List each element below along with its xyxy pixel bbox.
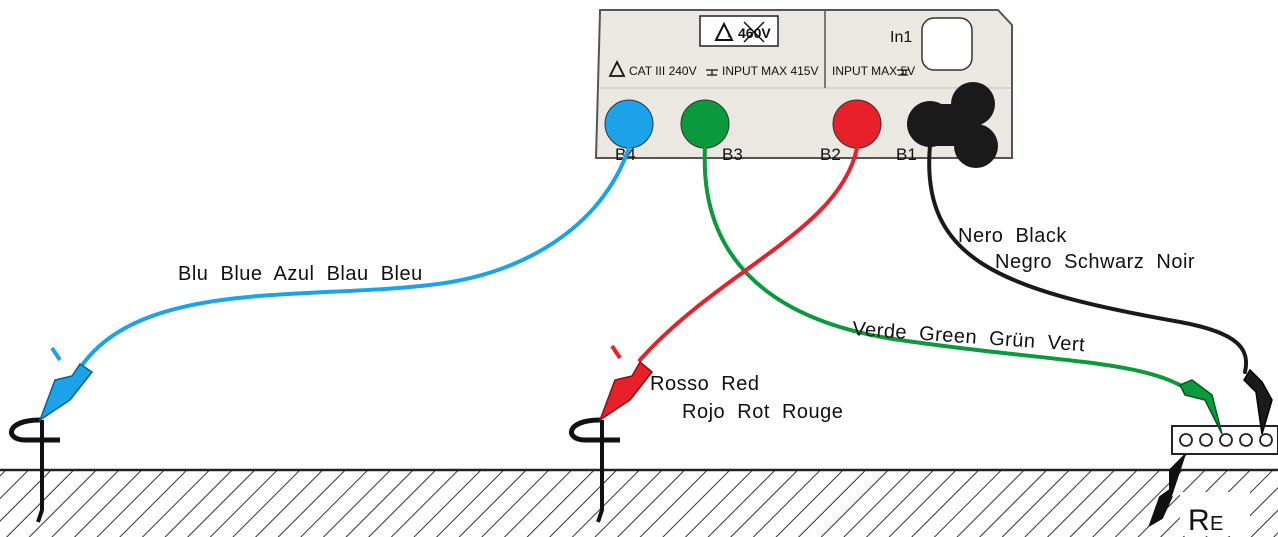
spike-rod-blue [36, 420, 44, 523]
black-cable-label-line1: Nero Black [958, 225, 1067, 247]
cat-warning-triangle-icon [608, 59, 626, 77]
earth-symbol-icon-2 [897, 69, 909, 76]
red-cable-label-line2: Rojo Rot Rouge [682, 401, 843, 423]
earth-electrode [1148, 453, 1187, 528]
red-crocodile-clip [598, 360, 654, 422]
blue-crocodile-clip [38, 362, 94, 422]
black-crocodile-clip [1243, 368, 1273, 435]
terminal-b1 [907, 82, 998, 168]
svg-text:!: ! [727, 30, 730, 39]
re-label-main: R [1188, 504, 1210, 537]
spike-rod-red [596, 420, 604, 523]
terminal-b4 [604, 99, 654, 149]
spike-handle-blue [9, 417, 60, 443]
terminal-label-b3: B3 [722, 145, 743, 164]
ground [0, 468, 1278, 537]
terminal-b2 [832, 99, 882, 149]
black-cable [927, 143, 1249, 374]
input-max-right-text: INPUT MAX 5V [832, 64, 915, 78]
cat-rating-text: CAT III 240V [629, 64, 697, 78]
cables [78, 143, 1249, 390]
re-label-bg [1180, 492, 1250, 536]
red-earth-spike [569, 344, 654, 523]
green-crocodile-clip [1178, 379, 1223, 435]
input-max-left-text: INPUT MAX 415V [722, 64, 818, 78]
earth-symbol-icon [706, 69, 718, 76]
re-label-sub: E [1210, 513, 1223, 535]
input-label: In1 [890, 29, 912, 46]
black-cable-label-line2: Negro Schwarz Noir [995, 251, 1195, 273]
instrument-panel: ! 460V CAT III 240V INPUT MAX 415V INPUT… [594, 9, 1013, 168]
in1-socket [921, 17, 973, 71]
earth-bar-assembly: R E [1148, 368, 1278, 537]
warning-triangle-icon [714, 21, 734, 41]
blue-cable [78, 146, 631, 370]
red-cable-label-line1: Rosso Red [650, 373, 760, 395]
spike-handle-red [569, 417, 620, 443]
terminal-label-b1: B1 [896, 145, 917, 164]
blue-earth-spike [9, 346, 94, 523]
red-cable [638, 146, 859, 362]
warning-box [699, 15, 779, 47]
ground-hatch [0, 470, 1278, 537]
terminal-label-b2: B2 [820, 145, 841, 164]
blue-cable-label: Blu Blue Azul Blau Bleu [178, 263, 423, 285]
green-cable [702, 146, 1187, 390]
terminal-b3 [680, 99, 730, 149]
